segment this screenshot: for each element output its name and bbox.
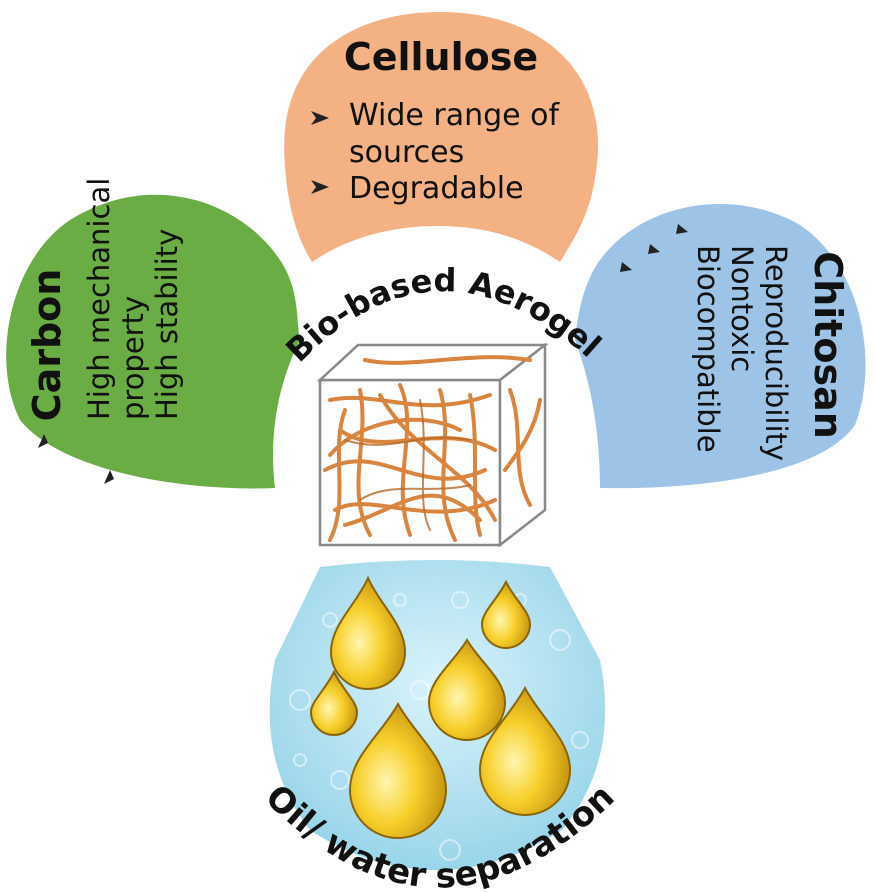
oil-droplet-icon-3: [427, 638, 507, 741]
carbon-title: Carbon: [25, 269, 69, 422]
chitosan-bullet-icon: [620, 224, 688, 272]
cellulose-item-2: sources: [349, 135, 464, 170]
chitosan-petal: [575, 203, 866, 489]
cellulose-item-1: Wide range of: [349, 98, 560, 133]
carbon-item-1: High mechanical: [82, 178, 116, 420]
carbon-petal: [6, 194, 300, 489]
oil-droplets: [309, 575, 572, 839]
cellulose-item-3: Degradable: [349, 171, 524, 206]
cellulose-bullet-icon: [311, 111, 329, 125]
chitosan-title: Chitosan: [806, 251, 850, 439]
chitosan-item-3: Biocompatible: [691, 245, 725, 453]
carbon-item-2: property: [116, 296, 150, 420]
oil-droplet-icon-2: [480, 579, 532, 649]
carbon-item-3: High stability: [150, 229, 184, 420]
cellulose-petal: [284, 12, 599, 262]
oil-droplet-icon-1: [329, 575, 407, 690]
cellulose-title: Cellulose: [344, 35, 538, 79]
water-bubbles: [289, 591, 589, 861]
oil-droplet-icon-5: [348, 701, 448, 839]
aerogel-fiber-cube-icon: [316, 342, 549, 548]
oil-droplet-icon-4: [309, 669, 359, 736]
carbon-bullet-icon: [38, 434, 114, 484]
oil-droplet-icon-6: [478, 685, 572, 816]
cellulose-bullet-icon-2: [311, 180, 329, 194]
chitosan-item-2: Nontoxic: [725, 245, 759, 372]
chitosan-item-1: Reproducibility: [759, 245, 793, 461]
